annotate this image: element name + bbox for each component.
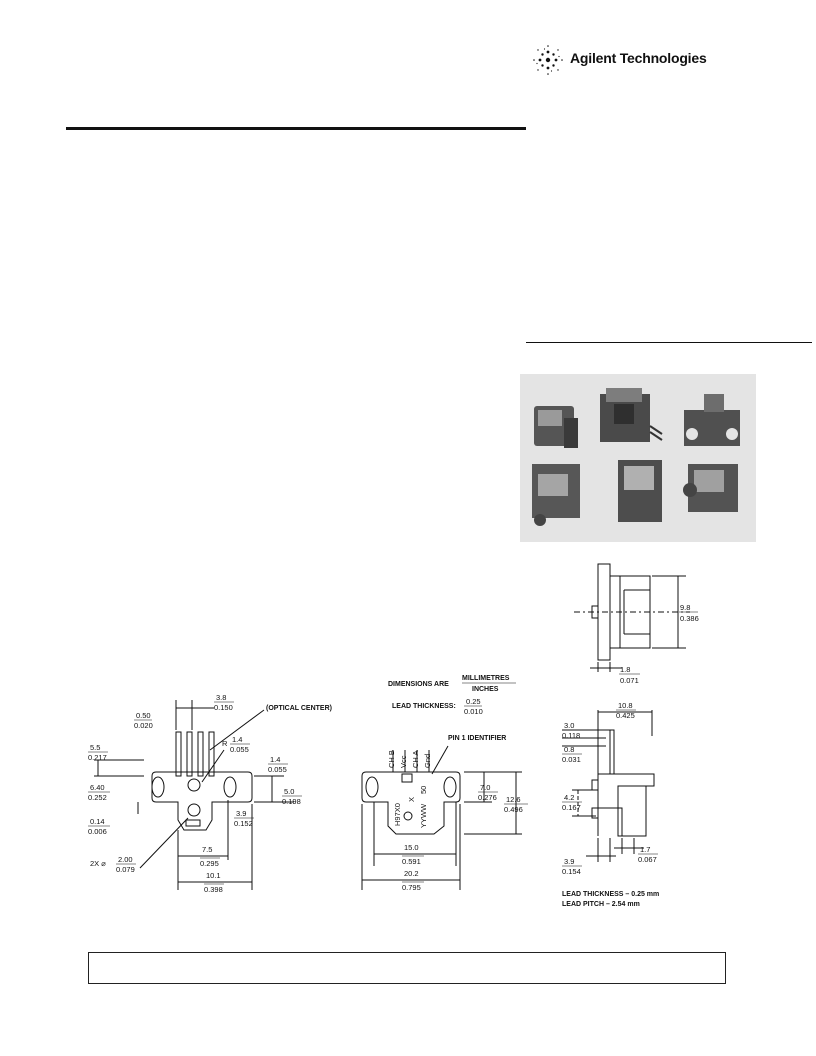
part-code: H97X0 [393, 803, 402, 826]
dims-num: MILLIMETRES [462, 675, 510, 682]
header-rule [66, 127, 526, 130]
right-d5-mm: 1.7 [640, 845, 650, 854]
optical-center-label: (OPTICAL CENTER) [266, 705, 332, 712]
front-hole-mm: 2.00 [118, 855, 133, 864]
front-d8-in: 0.152 [234, 819, 253, 828]
front-radius-in: 0.055 [230, 745, 249, 754]
pin-label-chb: CH B [387, 750, 396, 768]
footer-box [88, 952, 726, 984]
right-d4-mm: 4.2 [564, 793, 574, 802]
front-d8-mm: 3.9 [236, 809, 246, 818]
right-d1-in: 0.425 [616, 711, 635, 720]
front-d5-in: 0.252 [88, 793, 107, 802]
front-d3-mm: 5.5 [90, 743, 100, 752]
lead-thickness-note: LEAD THICKNESS – 0.25 mm [562, 891, 659, 898]
front-d6-in: 0.198 [282, 797, 301, 806]
top-d3-in: 0.591 [402, 857, 421, 866]
front-d1-mm: 3.8 [216, 693, 226, 702]
front-d1-in: 0.150 [214, 703, 233, 712]
dims-den: INCHES [472, 686, 499, 693]
front-hole-prefix: 2X ⌀ [90, 859, 106, 868]
encoder-module-2 [600, 388, 663, 442]
dims-label: DIMENSIONS ARE [388, 681, 449, 688]
front-d3-in: 0.217 [88, 753, 107, 762]
right-d2-mm: 3.0 [564, 721, 574, 730]
top-d4-mm: 20.2 [404, 869, 419, 878]
encoder-module-6 [683, 464, 738, 512]
pin1-label: PIN 1 IDENTIFIER [448, 735, 506, 742]
right-d4-in: 0.167 [562, 803, 581, 812]
right-d1-mm: 10.8 [618, 701, 633, 710]
front-d6-mm: 5.0 [284, 787, 294, 796]
right-d6-in: 0.154 [562, 867, 581, 876]
spark-logo-icon [533, 45, 563, 75]
side-flange-mm: 1.8 [620, 665, 630, 674]
side-view-drawing: 9.8 0.386 1.8 0.071 [574, 563, 699, 685]
pin-label-gnd: Gnd [423, 754, 432, 768]
top-d2-mm: 12.6 [506, 795, 521, 804]
side-height-mm: 9.8 [680, 603, 690, 612]
right-d6-mm: 3.9 [564, 857, 574, 866]
top-d3-mm: 15.0 [404, 843, 419, 852]
front-d10-mm: 10.1 [206, 871, 221, 880]
right-d2-in: 0.118 [562, 731, 580, 740]
part-yyww: YYWW [419, 803, 428, 828]
front-d10-in: 0.398 [204, 885, 223, 894]
front-d7-in: 0.006 [88, 827, 107, 836]
right-d3-in: 0.031 [562, 755, 581, 764]
front-d7-mm: 0.14 [90, 817, 105, 826]
lead-mm: 0.25 [466, 697, 481, 706]
section-rule [526, 342, 812, 343]
top-d1-in: 0.276 [478, 793, 497, 802]
lead-pitch-note: LEAD PITCH – 2.54 mm [562, 901, 640, 908]
right-view-drawing: 10.8 0.425 3.0 0.118 0.8 0.031 4.2 0.167… [562, 701, 659, 908]
top-d1-mm: 7.0 [480, 783, 490, 792]
brand-name: Agilent Technologies [570, 50, 707, 66]
encoder-module-3 [684, 394, 740, 446]
part-50: 50 [419, 786, 428, 794]
top-d2-in: 0.496 [504, 805, 523, 814]
side-height-in: 0.386 [680, 614, 699, 623]
front-d2-mm: 0.50 [136, 711, 151, 720]
right-d5-in: 0.067 [638, 855, 657, 864]
front-d4-in: 0.055 [268, 765, 287, 774]
front-hole-in: 0.079 [116, 865, 135, 874]
pin-label-cha: CH A [411, 750, 420, 768]
top-view-drawing: DIMENSIONS ARE MILLIMETRES INCHES LEAD T… [361, 675, 528, 892]
top-d4-in: 0.795 [402, 883, 421, 892]
part-x: X [407, 797, 416, 802]
front-radius-mm: 1.4 [232, 735, 242, 744]
encoder-module-1 [534, 406, 578, 448]
front-radius-prefix: R [222, 739, 228, 748]
front-d4-mm: 1.4 [270, 755, 280, 764]
encoder-module-5 [618, 460, 662, 522]
front-d9-in: 0.295 [200, 859, 219, 868]
lead-label: LEAD THICKNESS: [392, 703, 456, 710]
front-d5-mm: 6.40 [90, 783, 105, 792]
right-d3-mm: 0.8 [564, 745, 574, 754]
brand-logo: Agilent Technologies [528, 40, 728, 80]
encoder-module-4 [532, 464, 580, 526]
pin-label-vcc: Vcc [399, 755, 408, 768]
side-flange-in: 0.071 [620, 676, 639, 685]
front-d9-mm: 7.5 [202, 845, 212, 854]
front-view-drawing: 3.8 0.150 (OPTICAL CENTER) 0.50 0.020 R … [88, 693, 332, 894]
lead-in: 0.010 [464, 707, 483, 716]
front-d2-in: 0.020 [134, 721, 153, 730]
product-photo [520, 374, 756, 542]
